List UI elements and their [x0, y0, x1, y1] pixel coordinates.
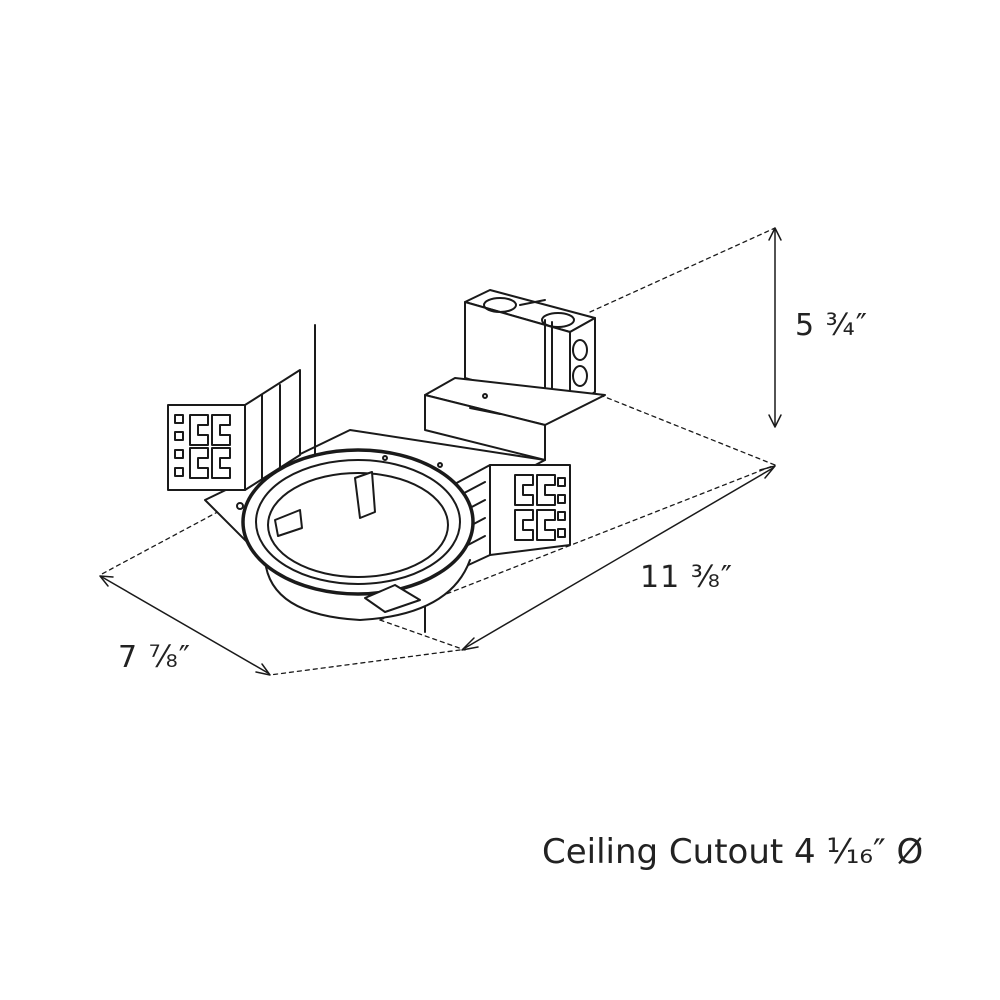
housing-can: [236, 448, 475, 621]
ceiling-cutout-label: Ceiling Cutout 4 ¹⁄₁₆″ Ø: [542, 832, 924, 872]
height-dimension-label: 5 ¾″: [795, 308, 868, 343]
length-dimension-label: 11 ⅜″: [640, 560, 733, 595]
width-dimension-label: 7 ⅞″: [118, 640, 191, 675]
left-bar-hanger: [167, 324, 316, 491]
mounting-plate: [424, 377, 606, 461]
dimension-arrows: [99, 227, 782, 676]
